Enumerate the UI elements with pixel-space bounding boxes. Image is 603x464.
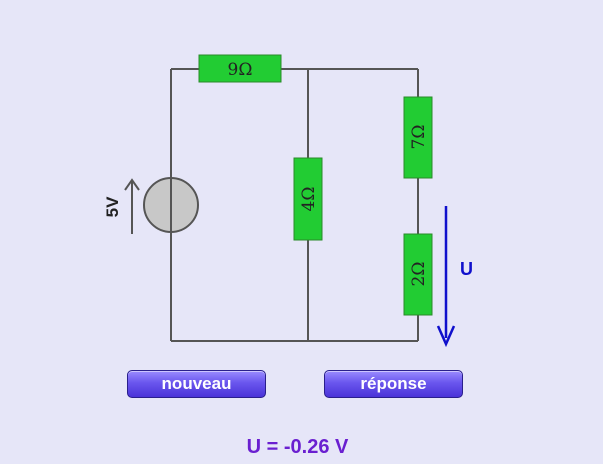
resistor-top-body (198, 54, 282, 83)
new-button-label: nouveau (161, 374, 232, 393)
voltage-arrow-icon (436, 206, 456, 348)
new-button[interactable]: nouveau (127, 370, 266, 398)
resistor-middle: 4Ω (293, 157, 323, 241)
resistor-right-lower-body (403, 233, 433, 316)
answer-button[interactable]: réponse (324, 370, 463, 398)
resistor-middle-label: 4Ω (299, 187, 319, 212)
voltage-arrow-label: U (460, 259, 473, 279)
resistor-right-lower-label: 2Ω (409, 262, 429, 287)
source-arrow-icon (124, 178, 140, 234)
resistor-top: 9Ω (198, 54, 282, 83)
resistor-right-lower: 2Ω (403, 233, 433, 316)
result-text: U = -0.26 V (246, 436, 349, 458)
wires (170, 68, 419, 342)
source-label: 5V (103, 196, 122, 217)
voltage-source (143, 135, 199, 273)
resistor-right-upper: 7Ω (403, 96, 433, 179)
answer-button-label: réponse (360, 374, 427, 393)
resistor-middle-body (293, 157, 323, 241)
resistor-top-label: 9Ω (228, 60, 253, 80)
resistor-right-upper-label: 7Ω (409, 125, 429, 150)
resistor-right-upper-body (403, 96, 433, 179)
